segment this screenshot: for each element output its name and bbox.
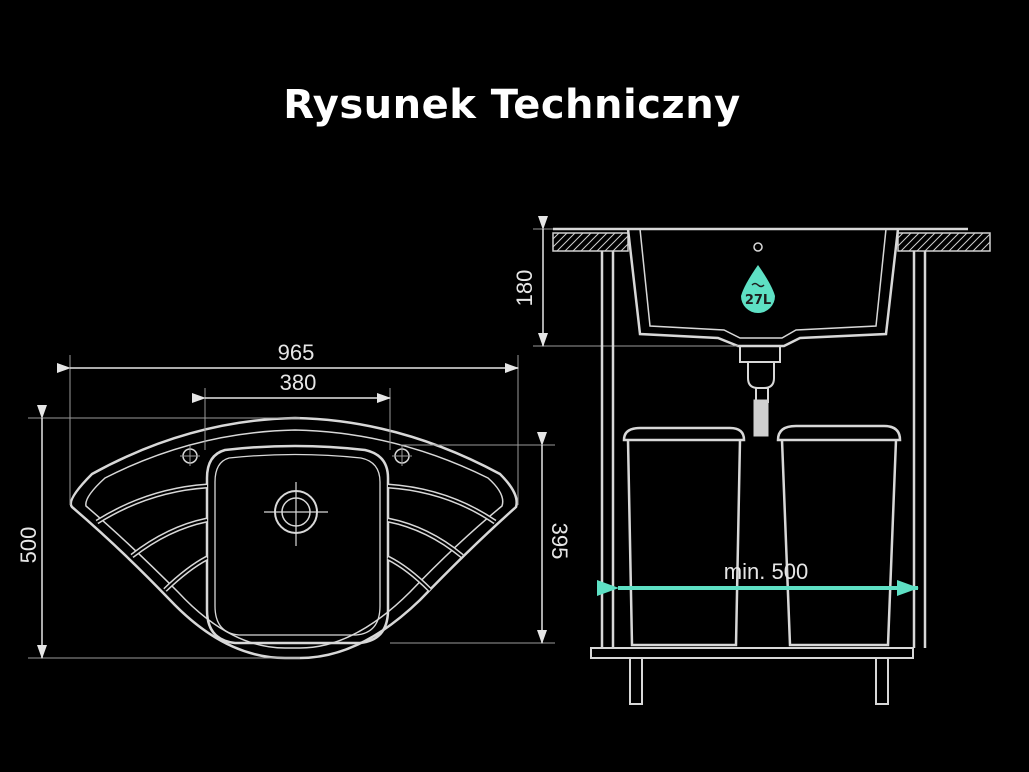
drain-icon (264, 482, 328, 546)
siphon-icon (739, 345, 781, 437)
tap-hole-left-icon (180, 446, 200, 466)
tap-hole-right-icon (392, 446, 412, 466)
overflow-hole-icon (753, 242, 763, 252)
waste-bin-right (776, 424, 902, 647)
drainer-grooves-left (95, 483, 209, 592)
countertop-left (552, 232, 629, 252)
countertop-right (897, 232, 991, 252)
sink-bowl (205, 444, 390, 645)
dim-width-total: 965 (278, 340, 315, 365)
top-view-dimension-lines (28, 355, 555, 659)
sink-outer-outline (69, 416, 518, 660)
page-title: Rysunek Techniczny (283, 82, 741, 128)
waste-bin-left (622, 426, 746, 647)
cabinet (590, 251, 927, 705)
dim-width-bowl: 380 (280, 370, 317, 395)
sink-side-view: 180 27L min. 500 (512, 216, 991, 705)
dim-depth-bowl: 395 (547, 523, 572, 560)
sink-bowl-inner (214, 453, 381, 636)
dim-cabinet-min: min. 500 (724, 559, 808, 584)
dim-depth-total: 500 (16, 527, 41, 564)
drainer-grooves-right (386, 483, 497, 592)
capacity-badge: 27L (745, 293, 771, 308)
water-drop-icon (741, 265, 775, 313)
sink-top-view: 965 380 500 395 (16, 340, 572, 660)
dim-bowl-depth: 180 (512, 270, 537, 307)
